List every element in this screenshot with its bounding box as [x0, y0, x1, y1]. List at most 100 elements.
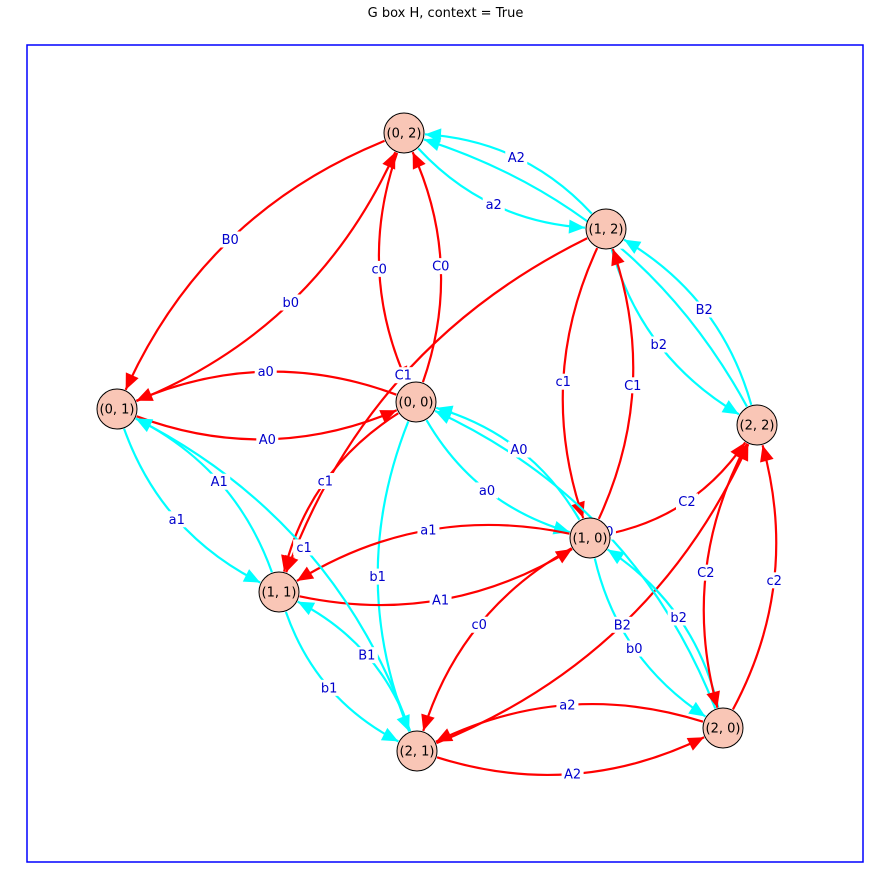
edge-label-text: A2	[508, 151, 525, 166]
edge-label-text: b0	[626, 642, 643, 657]
edge-label-c1: c1	[552, 373, 575, 390]
edge-label-a2: a2	[556, 697, 579, 714]
edge-n02-n12-a2	[417, 147, 586, 229]
node-n10: (1, 0)	[569, 517, 611, 559]
node-n02: (0, 2)	[383, 112, 425, 154]
node-label: (1, 2)	[589, 223, 624, 238]
edge-label-background	[763, 572, 786, 589]
node-label: (0, 0)	[399, 396, 434, 411]
node-circle	[396, 730, 438, 772]
edge-label-text: b2	[651, 338, 668, 353]
edge-label-background	[505, 149, 528, 166]
edge-label-c2: c2	[763, 572, 786, 589]
node-circle	[395, 381, 437, 423]
edge-label-background	[429, 591, 452, 608]
node-label: (2, 1)	[400, 745, 435, 760]
edge-label-a1: a1	[165, 511, 188, 528]
arrowhead-n00-n02	[412, 152, 426, 170]
edge-label-text: b1	[321, 681, 338, 696]
edge-label-background	[256, 431, 279, 448]
edge-label-text: A1	[432, 593, 449, 608]
arrowhead-n20-n10	[607, 549, 625, 565]
arrowhead-n22-n12	[624, 239, 642, 254]
edge-label-A2: A2	[561, 765, 584, 782]
edges-layer	[123, 128, 778, 777]
edge-label-background	[556, 697, 579, 714]
edge-label-background	[254, 363, 277, 380]
edge-label-A1: A1	[208, 473, 231, 490]
edge-label-background	[208, 473, 231, 490]
edge-label-background	[693, 301, 716, 318]
node-label: (2, 0)	[706, 722, 741, 737]
edge-label-text: A2	[564, 767, 581, 782]
edge-label-background	[366, 568, 389, 585]
arrowhead-n11-n10	[554, 549, 573, 564]
edge-label-text: a1	[169, 513, 185, 528]
diagram-title: G box H, context = True	[367, 6, 524, 21]
edge-label-a0: a0	[475, 482, 498, 499]
edge-label-background	[482, 196, 505, 213]
edge-label-background	[368, 260, 391, 277]
node-n01: (0, 1)	[96, 388, 138, 430]
node-circle	[258, 571, 300, 613]
arrowhead-n22-n20	[706, 690, 720, 708]
edge-label-c1: c1	[293, 539, 316, 556]
arrowhead-n10-n21	[421, 713, 435, 731]
arrowhead-n10-n11	[296, 566, 315, 581]
edge-label-A1: A1	[429, 591, 452, 608]
edge-label-background	[623, 640, 646, 657]
edge-label-background	[417, 522, 440, 539]
edge-label-background	[611, 616, 634, 633]
edge-label-C2: C2	[694, 564, 717, 581]
edge-label-background	[647, 336, 670, 353]
edge-label-c0: c0	[368, 260, 391, 277]
edge-label-C0: C0	[429, 258, 452, 275]
edge-label-background	[165, 511, 188, 528]
edge-label-background	[508, 441, 531, 458]
edge-label-background	[561, 765, 584, 782]
node-circle	[383, 112, 425, 154]
arrowhead-n20-n22	[760, 445, 774, 463]
arrowhead-n10-n12	[611, 248, 625, 267]
arrowhead-n21-n01	[135, 418, 154, 433]
node-n21: (2, 1)	[396, 730, 438, 772]
edge-label-background	[429, 258, 452, 275]
arrowhead-n02-n12	[568, 219, 586, 234]
arrowhead-n00-n01	[136, 388, 154, 401]
node-label: (1, 1)	[262, 586, 297, 601]
arrowhead-n21-n11	[297, 601, 316, 616]
node-label: (0, 1)	[100, 403, 135, 418]
edge-label-C1: C1	[392, 367, 415, 384]
arrowhead-n02-n01	[125, 372, 139, 390]
arrowhead-n12-n10	[571, 500, 585, 519]
edge-label-text: a2	[559, 699, 575, 714]
node-label: (0, 2)	[387, 127, 422, 142]
arrowhead-n21-n20	[686, 737, 705, 751]
edge-label-c1: c1	[314, 473, 337, 490]
edge-label-text: B2	[614, 618, 631, 633]
nodes-layer: (0, 0) (0, 1) (0, 2) (1, 0) (1, 1) (1, 2) (2, …	[96, 112, 778, 772]
edge-label-text: a0	[258, 365, 274, 380]
edge-label-text: C2	[697, 566, 714, 581]
arrowhead-n01-n00	[379, 410, 397, 423]
edge-label-background	[475, 482, 498, 499]
edge-label-text: a0	[479, 484, 495, 499]
edge-label-C2: C2	[675, 493, 698, 510]
edge-label-background	[667, 609, 690, 626]
node-n11: (1, 1)	[258, 571, 300, 613]
edge-label-text: a1	[420, 524, 436, 539]
arrowhead-n12-n22	[721, 400, 739, 415]
edge-label-b0: b0	[623, 640, 646, 657]
edge-label-a0: a0	[254, 363, 277, 380]
edge-label-b1: b1	[318, 679, 341, 696]
node-label: (2, 2)	[740, 419, 775, 434]
edge-n10-n21-c0	[422, 547, 573, 732]
edge-label-text: C2	[678, 495, 695, 510]
arrowhead-n20-n21	[435, 728, 454, 742]
edge-label-b2: b2	[667, 609, 690, 626]
edge-label-text: c1	[318, 475, 333, 490]
plot-frame	[26, 44, 864, 863]
node-circle	[736, 404, 778, 446]
edge-label-text: B2	[696, 303, 713, 318]
